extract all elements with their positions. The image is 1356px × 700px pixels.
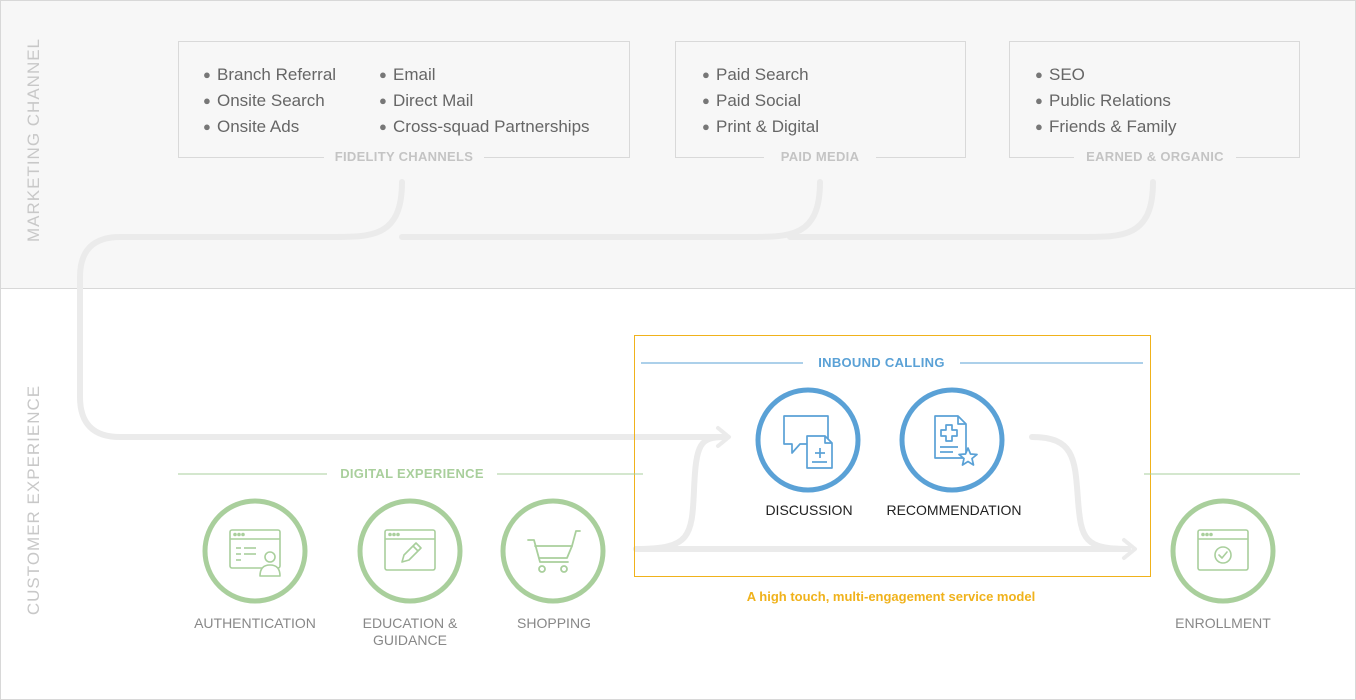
discussion-label: DISCUSSION (765, 502, 853, 518)
fidelity-list-col1: ●Branch Referral ●Onsite Search ●Onsite … (203, 62, 336, 140)
connector-recommendation-out (1029, 434, 1131, 552)
list-item: ●Friends & Family (1035, 114, 1177, 140)
bullet-icon: ● (379, 119, 387, 134)
fidelity-channels-box: ●Branch Referral ●Onsite Search ●Onsite … (178, 41, 630, 158)
bullet-icon: ● (379, 67, 387, 82)
list-item: ●Onsite Ads (203, 114, 336, 140)
fidelity-channels-title: FIDELITY CHANNELS (324, 149, 484, 164)
paid-media-list: ●Paid Search ●Paid Social ●Print & Digit… (702, 62, 819, 140)
list-item: ●Onsite Search (203, 88, 336, 114)
enrollment-icon (1197, 529, 1249, 571)
bullet-icon: ● (203, 67, 211, 82)
cart-icon (527, 530, 581, 573)
education-label-line1: EDUCATION & (362, 615, 458, 631)
node-enrollment (1170, 498, 1276, 604)
inbound-calling-title: INBOUND CALLING (818, 355, 945, 370)
bullet-icon: ● (702, 119, 710, 134)
flow-connectors (77, 179, 1156, 552)
connector-paid (399, 179, 823, 240)
list-item: ●Paid Search (702, 62, 819, 88)
bullet-icon: ● (203, 93, 211, 108)
education-icon (384, 529, 436, 571)
fidelity-list-col2: ●Email ●Direct Mail ●Cross-squad Partner… (379, 62, 590, 140)
bullet-icon: ● (702, 93, 710, 108)
authentication-label: AUTHENTICATION (194, 615, 316, 631)
recommendation-label: RECOMMENDATION (886, 502, 1022, 518)
enrollment-label: ENROLLMENT (1175, 615, 1271, 631)
list-item: ●Paid Social (702, 88, 819, 114)
list-item: ●SEO (1035, 62, 1177, 88)
node-shopping (500, 498, 606, 604)
customer-experience-label: CUSTOMER EXPERIENCE (24, 384, 43, 616)
earned-organic-box: ●SEO ●Public Relations ●Friends & Family (1009, 41, 1300, 158)
earned-organic-title: EARNED & ORGANIC (1074, 149, 1236, 164)
customer-panel (0, 288, 1356, 700)
connector-fidelity (77, 179, 728, 440)
paid-media-box: ●Paid Search ●Paid Social ●Print & Digit… (675, 41, 966, 158)
inbound-caption: A high touch, multi-engagement service m… (746, 589, 1036, 604)
marketing-panel (0, 0, 1356, 289)
bullet-icon: ● (1035, 67, 1043, 82)
arrowhead-discussion (716, 426, 731, 448)
list-item: ●Public Relations (1035, 88, 1177, 114)
node-authentication (202, 498, 308, 604)
node-education (357, 498, 463, 604)
section-lines (178, 362, 1300, 475)
bullet-icon: ● (702, 67, 710, 82)
bullet-icon: ● (203, 119, 211, 134)
arrowhead-enrollment (1122, 538, 1137, 560)
list-item: ●Print & Digital (702, 114, 819, 140)
earned-organic-list: ●SEO ●Public Relations ●Friends & Family (1035, 62, 1177, 140)
paid-media-title: PAID MEDIA (764, 149, 876, 164)
bullet-icon: ● (1035, 93, 1043, 108)
marketing-channel-label: MARKETING CHANNEL (24, 37, 43, 243)
discussion-icon (783, 415, 833, 469)
list-item: ●Branch Referral (203, 62, 336, 88)
bullet-icon: ● (379, 93, 387, 108)
connector-earned (787, 179, 1156, 240)
education-label: EDUCATION & GUIDANCE (330, 615, 490, 649)
list-item: ●Direct Mail (379, 88, 590, 114)
education-label-line2: GUIDANCE (373, 632, 447, 648)
connector-shopping-up (633, 434, 728, 552)
list-item: ●Cross-squad Partnerships (379, 114, 590, 140)
shopping-label: SHOPPING (517, 615, 591, 631)
digital-experience-title: DIGITAL EXPERIENCE (340, 466, 484, 481)
recommendation-icon (934, 415, 978, 466)
authentication-icon (229, 529, 281, 577)
list-item: ●Email (379, 62, 590, 88)
bullet-icon: ● (1035, 119, 1043, 134)
inbound-box (634, 335, 1151, 577)
